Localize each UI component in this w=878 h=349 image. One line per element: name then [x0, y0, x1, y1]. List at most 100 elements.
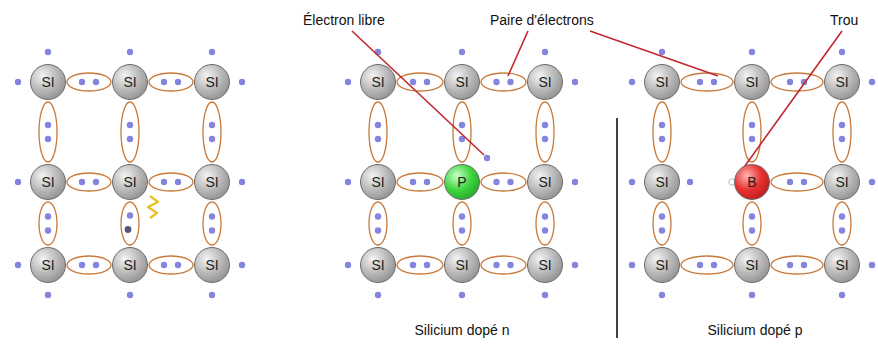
leader-line: [508, 31, 528, 76]
electron-dot: [345, 262, 351, 268]
electron-dot: [839, 136, 845, 142]
atom-circle: SI: [644, 247, 680, 283]
atom-symbol: SI: [371, 174, 384, 190]
bond-ellipse: [203, 102, 221, 162]
electron-dot: [424, 179, 430, 185]
electron-dot: [659, 227, 665, 233]
bond-ellipse: [203, 202, 221, 245]
electron-dot: [79, 179, 85, 185]
atom-symbol: SI: [205, 74, 218, 90]
atom-circle: SI: [527, 247, 563, 283]
electron-dot: [209, 122, 215, 128]
atom-symbol: SI: [538, 257, 551, 273]
atom-circle: SI: [360, 247, 396, 283]
electron-dot: [542, 213, 548, 219]
atom-circle: SI: [444, 64, 480, 100]
bond-ellipse: [833, 102, 851, 162]
bond-ellipse: [481, 173, 526, 191]
electron-dot: [507, 262, 513, 268]
electron-dot: [345, 79, 351, 85]
electron-dot: [375, 136, 381, 142]
atom-circle: SI: [30, 64, 66, 100]
electron-dot: [459, 122, 465, 128]
electron-dot: [839, 292, 845, 298]
atom-symbol: SI: [205, 257, 218, 273]
electron-dot: [15, 79, 21, 85]
callout-label: Électron libre: [303, 12, 385, 28]
electron-dot: [424, 262, 430, 268]
electron-dot: [697, 79, 703, 85]
bond-ellipse: [397, 256, 443, 274]
atom-symbol: SI: [655, 74, 668, 90]
divider-line: [616, 118, 618, 338]
electron-dot: [45, 49, 51, 55]
electron-dot: [161, 79, 167, 85]
bond-ellipse: [833, 202, 851, 245]
electron-dot: [659, 49, 665, 55]
atom-symbol: SI: [835, 257, 848, 273]
bond-ellipse: [67, 173, 111, 191]
electron-dot: [375, 122, 381, 128]
electron-dot: [209, 49, 215, 55]
electron-dot: [45, 122, 51, 128]
atom-symbol: SI: [123, 174, 136, 190]
electron-dot: [542, 122, 548, 128]
atom-circle: SI: [644, 64, 680, 100]
electron-dot: [45, 213, 51, 219]
bond-ellipse: [481, 256, 526, 274]
electron-dot: [175, 179, 181, 185]
atom-symbol: SI: [123, 74, 136, 90]
bond-ellipse: [771, 173, 823, 191]
atom-symbol: SI: [745, 74, 758, 90]
electron-dot: [839, 227, 845, 233]
atom-circle: SI: [644, 164, 680, 200]
electron-dot: [15, 262, 21, 268]
bond-ellipse: [536, 202, 554, 245]
electron-dot: [697, 262, 703, 268]
electron-dot: [687, 179, 693, 185]
electron-dot: [749, 136, 755, 142]
electron-dot: [209, 227, 215, 233]
bond-ellipse: [481, 73, 526, 91]
electron-dot: [749, 227, 755, 233]
bond-ellipse: [149, 256, 193, 274]
electron-dot: [175, 79, 181, 85]
atom-symbol: SI: [835, 74, 848, 90]
electron-dot: [659, 122, 665, 128]
excited-electron: [125, 226, 132, 233]
electron-dot: [127, 136, 133, 142]
bond-ellipse: [453, 102, 471, 162]
caption-label: Silicium dopé n: [415, 322, 510, 338]
atom-circle: SI: [194, 64, 230, 100]
leader-line: [737, 31, 842, 177]
electron-dot: [209, 292, 215, 298]
electron-dot: [239, 179, 245, 185]
bond-ellipse: [653, 102, 671, 162]
atom-symbol: SI: [745, 257, 758, 273]
atom-symbol: SI: [655, 257, 668, 273]
atom-symbol: SI: [41, 174, 54, 190]
atom-circle: P: [444, 164, 480, 200]
energy-bolt: [148, 196, 158, 218]
atom-symbol: SI: [538, 74, 551, 90]
atom-circle: SI: [112, 164, 148, 200]
electron-dot: [375, 292, 381, 298]
atom-symbol: SI: [655, 174, 668, 190]
electron-dot: [410, 179, 416, 185]
atom-symbol: SI: [371, 74, 384, 90]
free-electron: [484, 155, 490, 161]
electron-dot: [239, 79, 245, 85]
atom-symbol: SI: [538, 174, 551, 190]
electron-dot: [209, 136, 215, 142]
bond-ellipse: [771, 256, 823, 274]
electron-dot: [493, 79, 499, 85]
atom-circle: SI: [734, 247, 770, 283]
electron-dot: [127, 292, 133, 298]
atom-symbol: SI: [455, 257, 468, 273]
bond-ellipse: [536, 102, 554, 162]
bond-ellipse: [39, 102, 57, 162]
electron-dot: [629, 79, 635, 85]
electron-dot: [424, 79, 430, 85]
atom-symbol: SI: [205, 174, 218, 190]
